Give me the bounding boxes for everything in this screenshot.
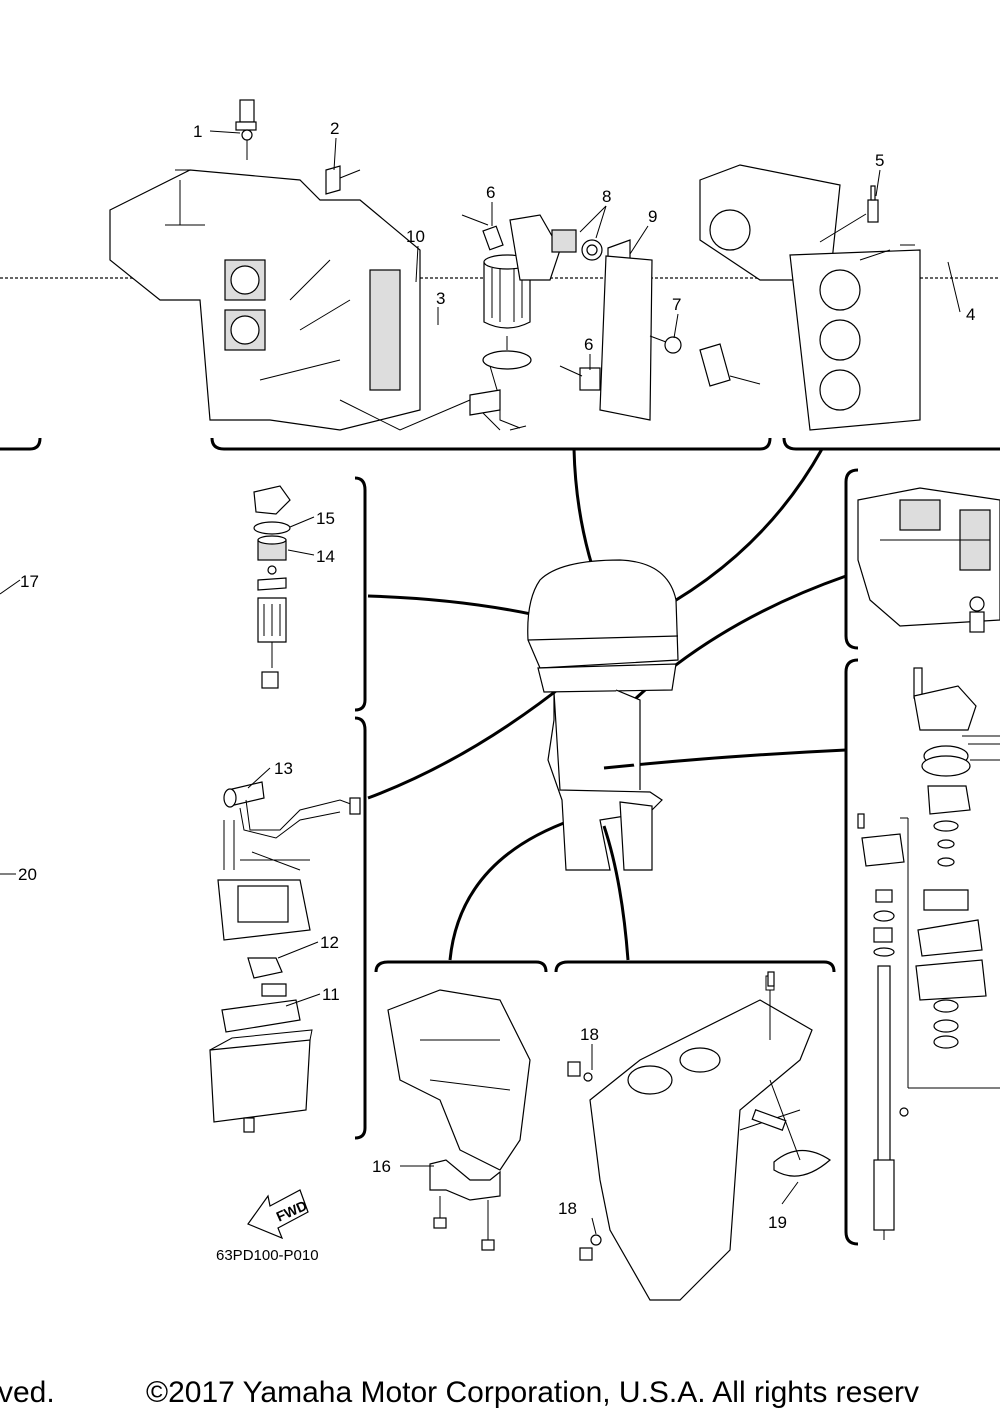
- callout-2: 2: [330, 119, 339, 138]
- group-brackets: [0, 437, 1000, 1246]
- callout-18a: 18: [580, 1025, 599, 1044]
- powerhead-block: [109, 99, 501, 431]
- callout-8: 8: [602, 187, 611, 206]
- leader-lines: [0, 130, 961, 1235]
- swivel-bracket: [387, 989, 531, 1251]
- callout-14: 14: [316, 547, 335, 566]
- fwd-arrow: FWD: [247, 1189, 309, 1240]
- callout-17: 17: [20, 572, 39, 591]
- callout-9: 9: [648, 207, 657, 226]
- drawing-code: 63PD100-P010: [216, 1247, 319, 1264]
- connector-lines: [367, 448, 847, 961]
- callout-20: 20: [18, 865, 37, 884]
- oil-filter: [469, 254, 532, 431]
- water-pump-driveshaft: [857, 667, 1000, 1240]
- thermostat-area: [461, 214, 761, 421]
- callout-4: 4: [966, 305, 975, 324]
- callout-13: 13: [274, 759, 293, 778]
- callout-11: 11: [322, 985, 340, 1004]
- callout-16: 16: [372, 1157, 391, 1176]
- copyright-left-fragment: ved.: [0, 1376, 55, 1409]
- lower-unit: [567, 971, 831, 1301]
- callout-6a: 6: [486, 183, 495, 202]
- callout-3: 3: [436, 289, 445, 308]
- upper-casing: [857, 487, 1000, 633]
- callout-6b: 6: [584, 335, 593, 354]
- copyright-text: ©2017 Yamaha Motor Corporation, U.S.A. A…: [146, 1376, 920, 1409]
- outboard-motor-silhouette: [527, 559, 679, 871]
- callout-12: 12: [320, 933, 339, 952]
- callout-5: 5: [875, 151, 884, 170]
- callout-10: 10: [406, 227, 425, 246]
- cylinder-head: [699, 164, 921, 431]
- fuel-filter-assembly: [253, 485, 291, 689]
- callout-1: 1: [193, 122, 202, 141]
- copyright-footer: ved. ©2017 Yamaha Motor Corporation, U.S…: [0, 1376, 1000, 1416]
- vapor-separator-assembly: [209, 781, 361, 1133]
- callout-numbers: 1 2 3 4 5 6 6 7 8 9 10 11 12 13 14 15 16…: [18, 119, 975, 1232]
- callout-7: 7: [672, 295, 681, 314]
- callout-19: 19: [768, 1213, 787, 1232]
- callout-15: 15: [316, 509, 335, 528]
- callout-18b: 18: [558, 1199, 577, 1218]
